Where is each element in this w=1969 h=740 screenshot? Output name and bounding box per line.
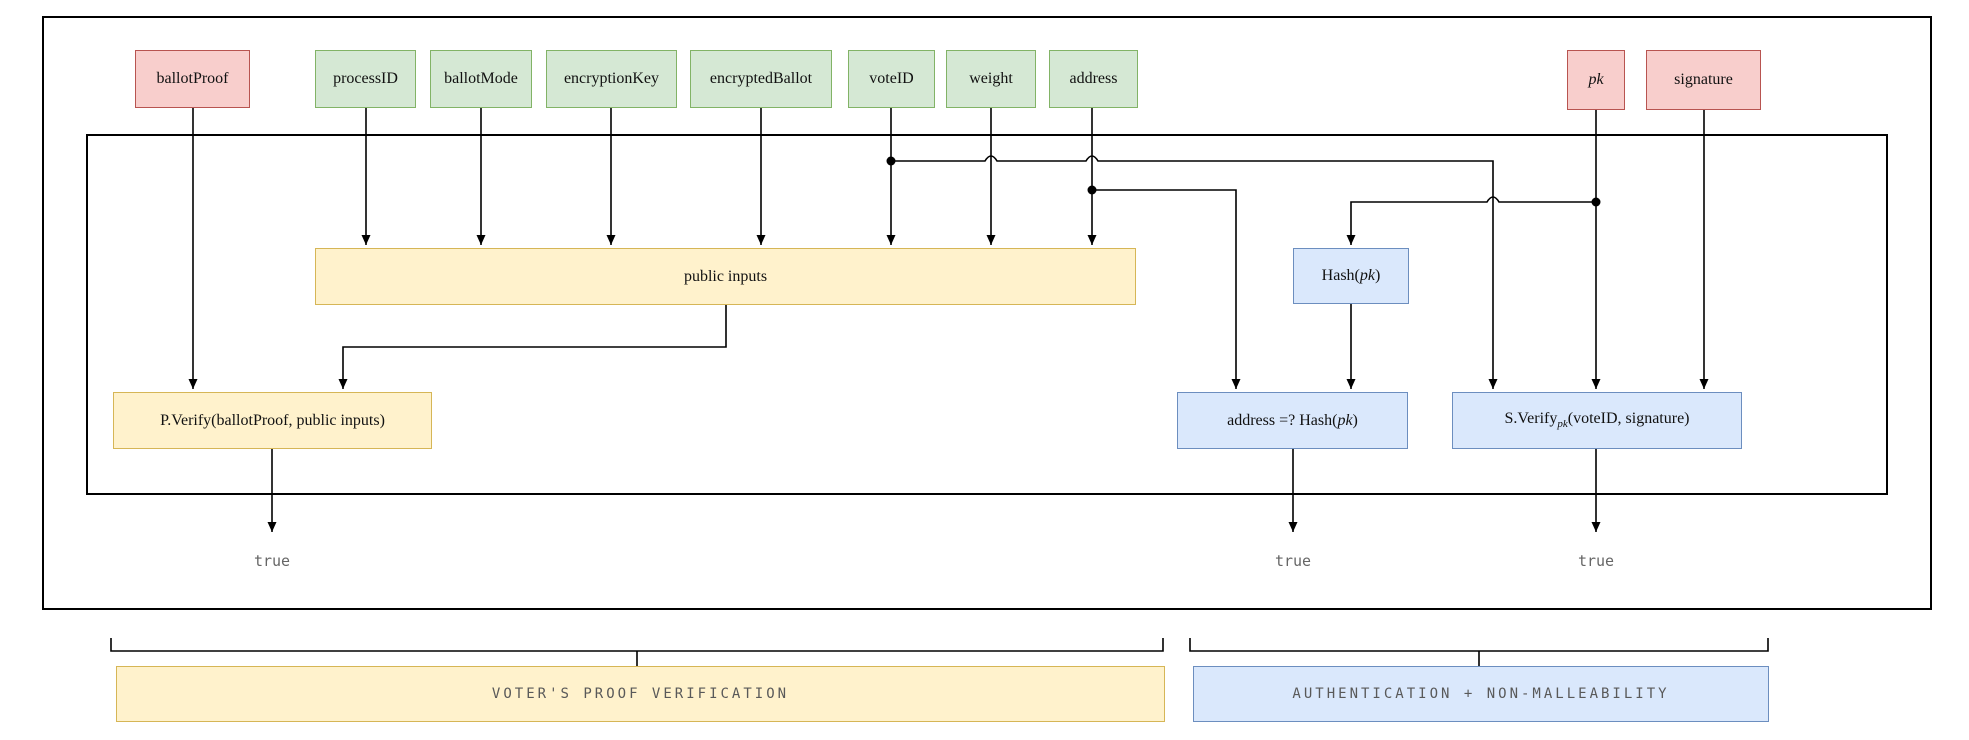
inner-frame bbox=[86, 134, 1888, 495]
input-box-weight: weight bbox=[946, 50, 1036, 108]
group-label-authentication: AUTHENTICATION + NON-MALLEABILITY bbox=[1193, 666, 1769, 722]
public-inputs-label: public inputs bbox=[683, 267, 768, 285]
brace-auth bbox=[1189, 638, 1769, 666]
true-output-sverify: true bbox=[1577, 552, 1615, 570]
address-check-label: address =? Hash(pk) bbox=[1227, 411, 1358, 429]
public-inputs-box: public inputs bbox=[315, 248, 1136, 305]
junction-voteid bbox=[886, 156, 896, 166]
true-output-pverify: true bbox=[253, 552, 291, 570]
input-box-voteid: voteID bbox=[848, 50, 935, 108]
brace-proof bbox=[110, 638, 1164, 666]
s-verify-label: S.Verifypk(voteID, signature) bbox=[1504, 410, 1690, 431]
input-box-ballotproof: ballotProof bbox=[135, 50, 250, 108]
input-box-pk: pk bbox=[1567, 50, 1625, 110]
input-label: weight bbox=[969, 70, 1013, 88]
s-verify-box: S.Verifypk(voteID, signature) bbox=[1452, 392, 1742, 449]
edge-address-addresscheck bbox=[1092, 189, 1241, 389]
edge-pk-hash bbox=[1346, 196, 1596, 245]
input-label: processID bbox=[333, 70, 398, 88]
input-box-encryptionkey: encryptionKey bbox=[546, 50, 677, 108]
input-box-signature: signature bbox=[1646, 50, 1761, 110]
group-label-proof-verification: VOTER'S PROOF VERIFICATION bbox=[116, 666, 1165, 722]
input-label: encryptedBallot bbox=[709, 70, 813, 88]
input-label: voteID bbox=[869, 70, 914, 88]
input-box-address: address bbox=[1049, 50, 1138, 108]
group-auth-text: AUTHENTICATION + NON-MALLEABILITY bbox=[1292, 686, 1670, 702]
input-label: address bbox=[1069, 70, 1118, 88]
hash-pk-box: Hash(pk) bbox=[1293, 248, 1409, 304]
input-label: signature bbox=[1674, 71, 1733, 89]
outer-frame bbox=[42, 16, 1932, 610]
p-verify-label: P.Verify(ballotProof, public inputs) bbox=[160, 411, 385, 429]
group-proof-text: VOTER'S PROOF VERIFICATION bbox=[491, 686, 790, 702]
input-label: ballotProof bbox=[156, 70, 229, 88]
hash-pk-label: Hash(pk) bbox=[1321, 267, 1381, 285]
input-box-encryptedballot: encryptedBallot bbox=[690, 50, 832, 108]
input-label: ballotMode bbox=[444, 70, 518, 88]
input-label: pk bbox=[1588, 71, 1604, 89]
edge-voteid-sverify bbox=[891, 155, 1498, 389]
input-label: encryptionKey bbox=[563, 70, 660, 88]
true-output-addresscheck: true bbox=[1274, 552, 1312, 570]
address-check-box: address =? Hash(pk) bbox=[1177, 392, 1408, 449]
junction-address bbox=[1087, 185, 1097, 195]
edge-publicinputs-pverify bbox=[338, 305, 727, 389]
input-box-ballotmode: ballotMode bbox=[430, 50, 532, 108]
junction-pk bbox=[1591, 197, 1601, 207]
p-verify-box: P.Verify(ballotProof, public inputs) bbox=[113, 392, 432, 449]
input-box-processid: processID bbox=[315, 50, 416, 108]
